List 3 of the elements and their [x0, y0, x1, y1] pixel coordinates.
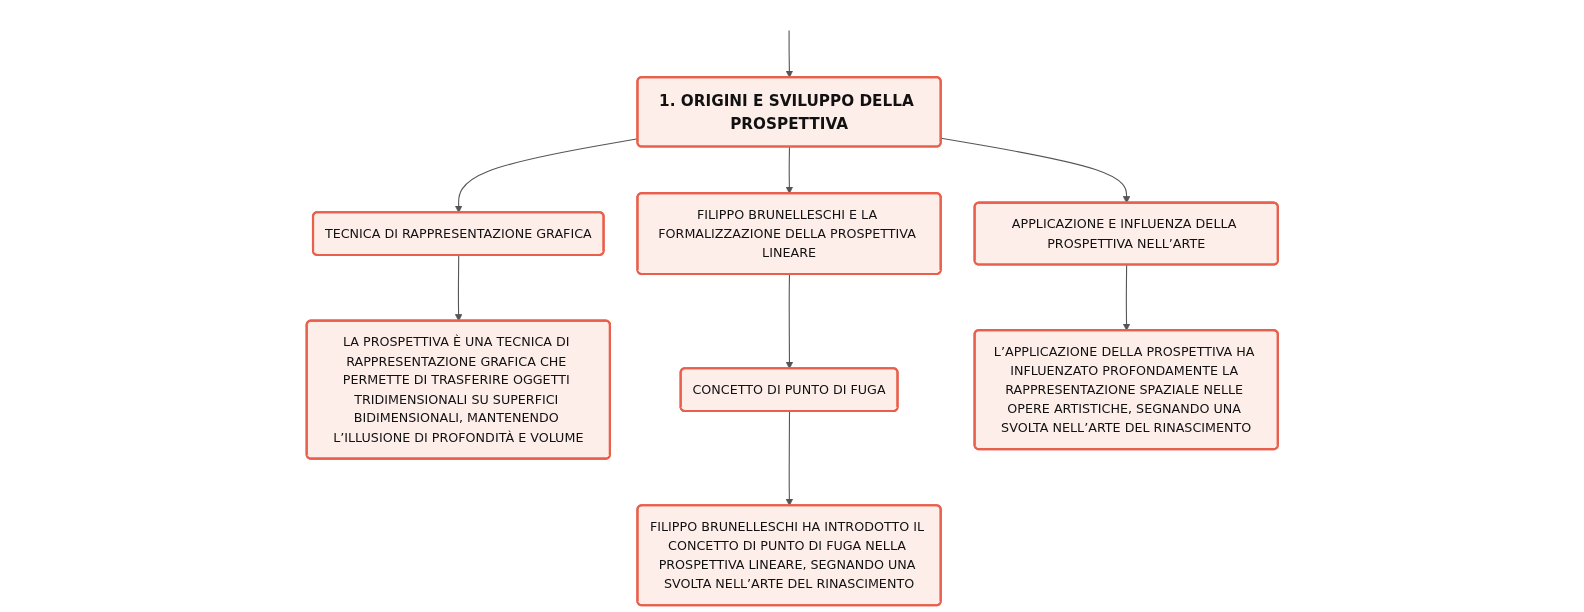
arrow	[785, 29, 793, 78]
arrow	[1122, 264, 1130, 331]
arrow	[785, 146, 793, 194]
